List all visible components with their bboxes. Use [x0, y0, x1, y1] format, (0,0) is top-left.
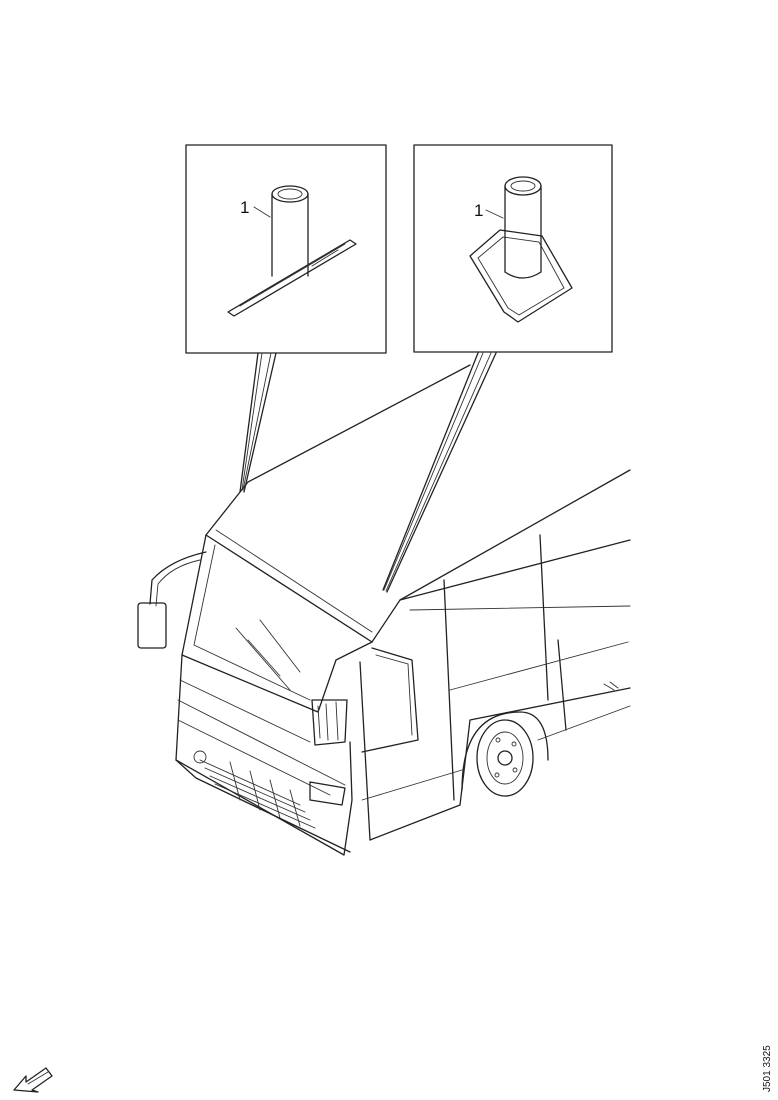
front-wheel: [461, 711, 549, 797]
antenna-rod-right: [504, 176, 542, 279]
drawing-reference: J501 3325: [762, 1045, 773, 1092]
pointer-left: [239, 352, 277, 493]
detail-box-right: 1: [413, 144, 613, 353]
front-grille: [193, 750, 316, 829]
roof-strip-left: [227, 239, 357, 317]
callout-label-left: 1: [240, 198, 249, 217]
headlight: [309, 699, 348, 806]
direction-arrow-icon: [13, 1067, 53, 1093]
side-mirror: [137, 551, 207, 649]
callout-label-right: 1: [474, 201, 483, 220]
detail-box-left: 1: [185, 144, 387, 354]
leader-line-right: [485, 209, 504, 219]
leader-line-left: [253, 206, 271, 218]
bus-illustration: [137, 364, 631, 856]
pointer-right: [382, 352, 497, 593]
antenna-rod-left: [271, 185, 309, 277]
antenna-base-plate: [469, 229, 573, 323]
